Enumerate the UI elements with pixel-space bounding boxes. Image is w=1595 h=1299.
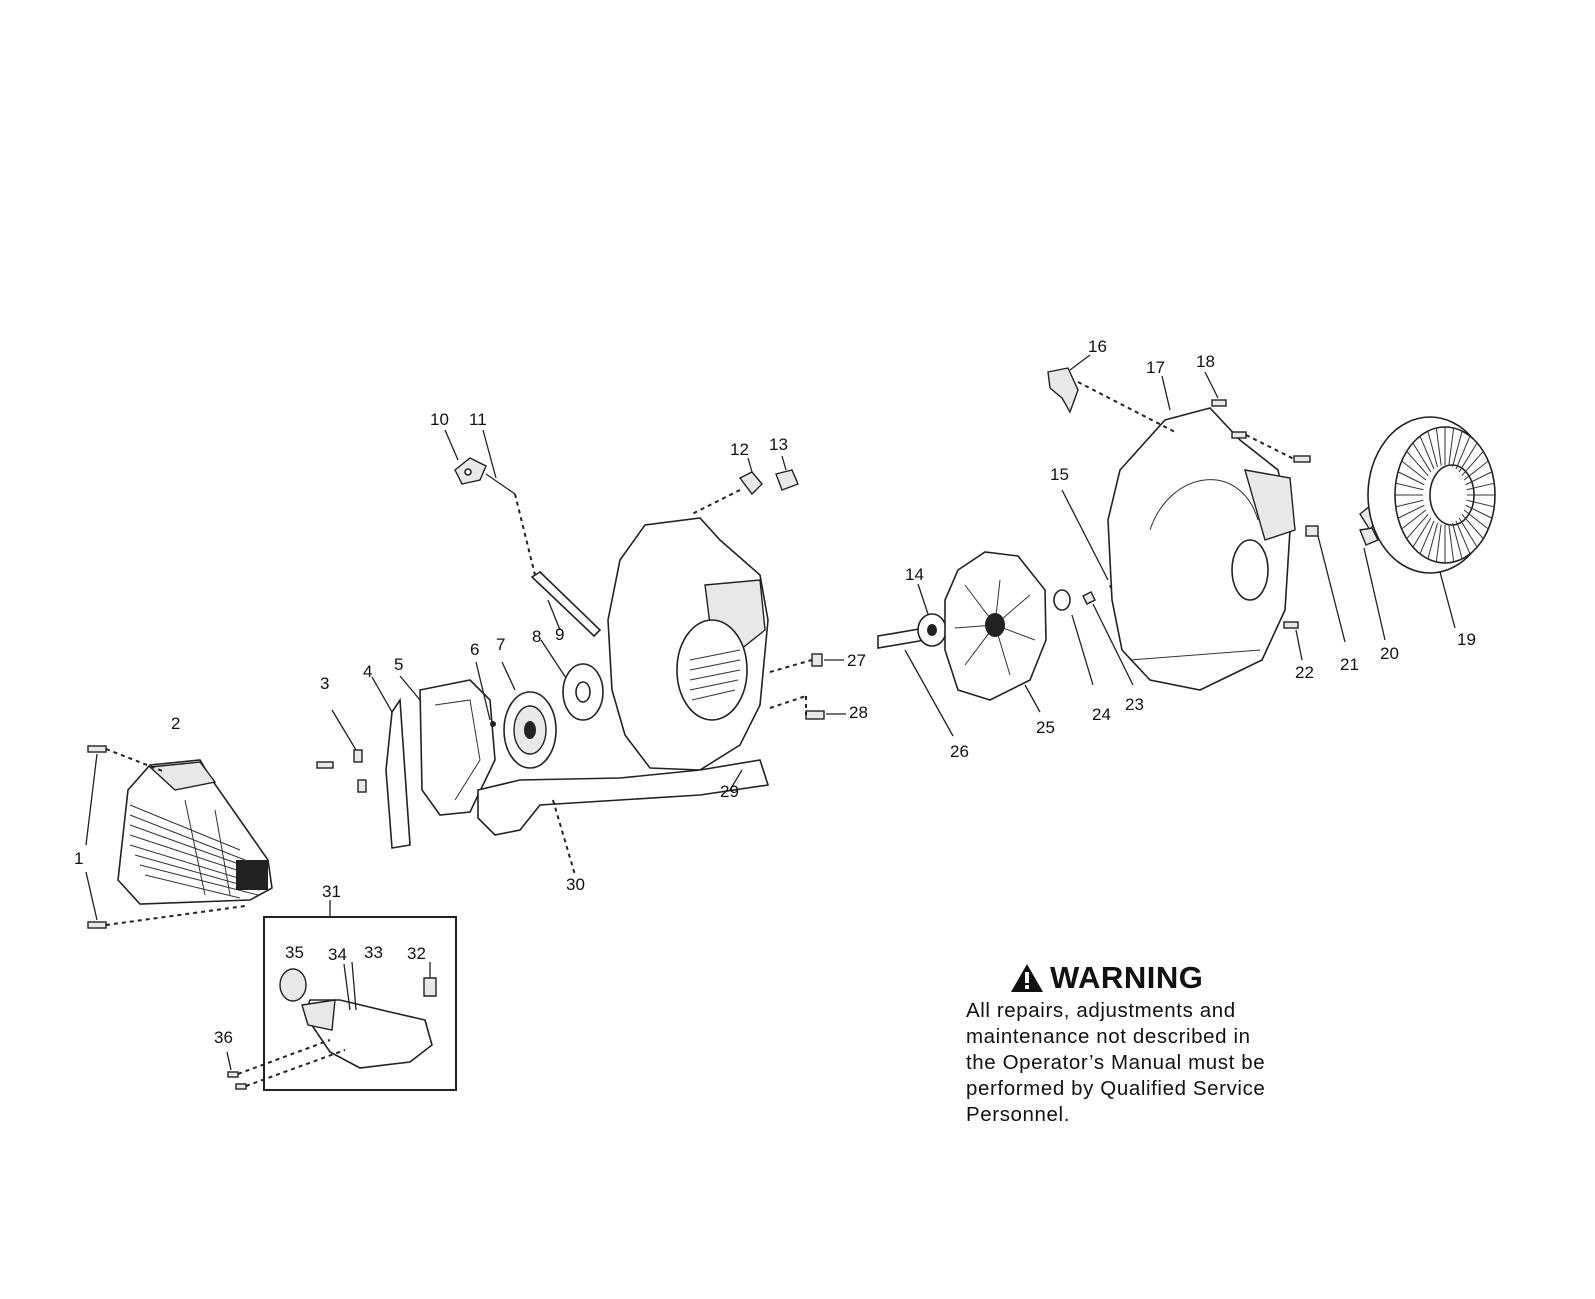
warning-body: All repairs, adjustments and maintenance…	[966, 998, 1386, 1128]
callout-16: 16	[1088, 337, 1107, 356]
screw-parts-21-22	[1283, 525, 1346, 661]
callout-7: 7	[496, 635, 505, 654]
callout-1: 1	[74, 849, 83, 868]
callout-35: 35	[285, 943, 304, 962]
grille-spoke	[1435, 524, 1442, 563]
part-16	[1047, 354, 1176, 433]
grille-spoke	[1448, 427, 1455, 466]
grille-spoke	[1458, 517, 1478, 548]
blower-housing-part	[1107, 375, 1296, 691]
grille-spoke	[1419, 520, 1435, 555]
grille-spoke	[1427, 523, 1438, 560]
screw-parts-18	[1204, 371, 1311, 463]
grille-spoke	[1465, 471, 1493, 486]
grille-spoke	[1419, 435, 1435, 470]
callout-13: 13	[769, 435, 788, 454]
fan-assembly-parts	[877, 551, 1047, 737]
callout-9: 9	[555, 625, 564, 644]
callout-17: 17	[1146, 358, 1165, 377]
grille-spoke	[1455, 520, 1471, 555]
part-30-leader	[552, 799, 576, 876]
grille-spoke	[1466, 482, 1495, 491]
starter-pulley-parts	[475, 639, 604, 769]
callout-29: 29	[720, 782, 739, 801]
callout-18: 18	[1196, 352, 1215, 371]
intake-grille-part	[1367, 416, 1496, 629]
callout-25: 25	[1036, 718, 1055, 737]
callout-10: 10	[430, 410, 449, 429]
warning-heading: WARNING	[1010, 960, 1386, 996]
grille-spoke	[1427, 430, 1438, 467]
callout-3: 3	[320, 674, 329, 693]
grille-spoke	[1435, 427, 1442, 466]
grille-spoke	[1412, 517, 1432, 548]
callout-26: 26	[950, 742, 969, 761]
callout-36: 36	[214, 1028, 233, 1047]
grille-spoke	[1397, 471, 1425, 486]
warning-line: maintenance not described in	[966, 1025, 1251, 1048]
callout-8: 8	[532, 627, 541, 646]
callout-15: 15	[1050, 465, 1069, 484]
grille-spoke	[1465, 504, 1493, 519]
warning-line: the Operator’s Manual must be	[966, 1051, 1266, 1074]
callout-12: 12	[730, 440, 749, 459]
screw-parts-1	[85, 745, 246, 929]
warning-line: performed by Qualified Service	[966, 1077, 1266, 1100]
callout-19: 19	[1457, 630, 1476, 649]
callout-5: 5	[394, 655, 403, 674]
callout-21: 21	[1340, 655, 1359, 674]
callout-31: 31	[322, 882, 341, 901]
starter-housing-parts	[316, 675, 496, 849]
intake-cover-part	[117, 759, 273, 905]
callout-28: 28	[849, 703, 868, 722]
callout-33: 33	[364, 943, 383, 962]
callout-27: 27	[847, 651, 866, 670]
part-12-13	[689, 455, 799, 516]
grille-spoke	[1397, 504, 1425, 519]
callout-32: 32	[407, 944, 426, 963]
grille-spoke	[1455, 435, 1471, 470]
warning-line: Personnel.	[966, 1103, 1071, 1126]
callout-labels: 1 2 3 4 5 6 7 8 9 10 11 12 13 14 15 16 1…	[74, 337, 1476, 1047]
callout-22: 22	[1295, 663, 1314, 682]
warning-triangle-icon	[1011, 964, 1043, 992]
grille-spoke	[1461, 450, 1484, 477]
grille-spoke	[1406, 450, 1429, 477]
callout-4: 4	[363, 662, 372, 681]
callout-24: 24	[1092, 705, 1111, 724]
grille-spoke	[1406, 513, 1429, 540]
grille-spoke	[1412, 442, 1432, 473]
callout-6: 6	[470, 640, 479, 659]
grille-spoke	[1395, 499, 1424, 508]
main-housing-part	[477, 517, 770, 836]
grille-spoke	[1463, 509, 1489, 530]
callout-11: 11	[469, 410, 487, 429]
warning-notice: WARNING All repairs, adjustments and mai…	[966, 960, 1386, 1128]
grille-spoke	[1395, 482, 1424, 491]
primer-parts	[444, 429, 602, 638]
grille-spoke	[1448, 524, 1455, 563]
fastener-parts-27-28	[769, 653, 846, 720]
grille-spoke	[1452, 430, 1463, 467]
kit-box-part-31	[226, 900, 457, 1091]
grille-spoke	[1401, 509, 1427, 530]
grille-spoke	[1458, 442, 1478, 473]
callout-23: 23	[1125, 695, 1144, 714]
callout-14: 14	[905, 565, 924, 584]
callout-2: 2	[171, 714, 180, 733]
grille-spoke	[1452, 523, 1463, 560]
warning-title: WARNING	[1050, 960, 1204, 995]
grille-spoke	[1461, 513, 1484, 540]
callout-34: 34	[328, 945, 347, 964]
callout-20: 20	[1380, 644, 1399, 663]
grille-spoke	[1466, 499, 1495, 508]
warning-line: All repairs, adjustments and	[966, 999, 1236, 1022]
grille-spoke	[1401, 460, 1427, 481]
callout-30: 30	[566, 875, 585, 894]
grille-spoke	[1463, 460, 1489, 481]
